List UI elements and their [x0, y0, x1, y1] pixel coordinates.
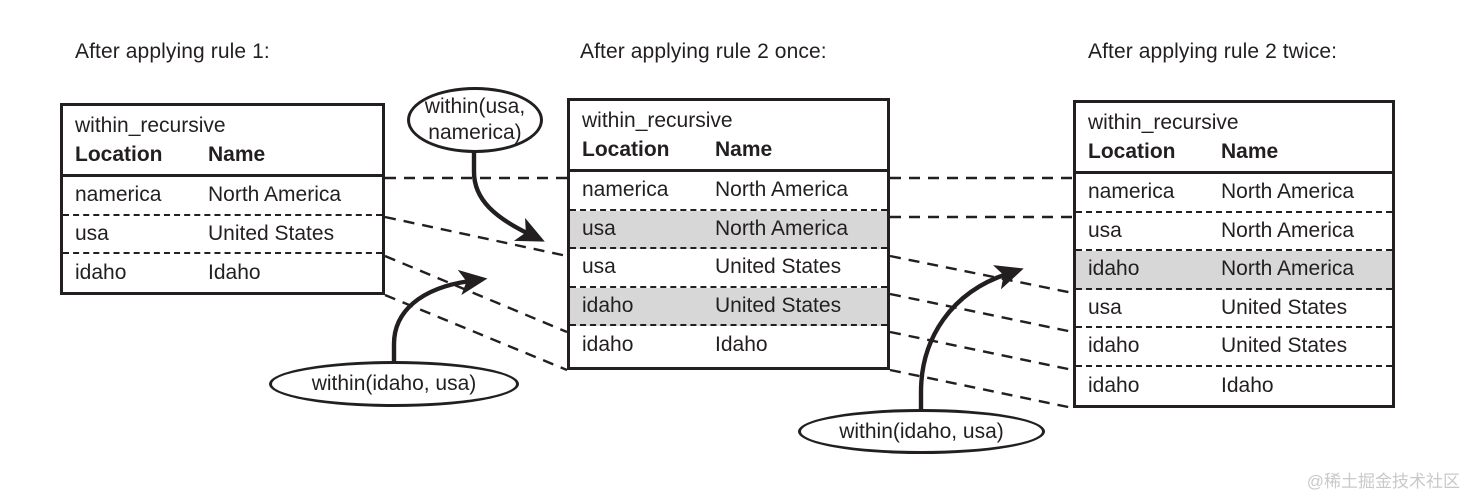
table-row: idaho Idaho — [63, 254, 382, 293]
cell-location: idaho — [582, 293, 634, 317]
table-after-rule-2-once: within_recursive Location Name namerica … — [567, 98, 890, 370]
callout-line-1: within(usa, — [424, 95, 526, 118]
column-header-name: Name — [1221, 140, 1279, 163]
cell-location: namerica — [582, 178, 669, 202]
panel-title-3: After applying rule 2 twice: — [1088, 40, 1338, 63]
callout-line-1: within(idaho, usa) — [839, 419, 1004, 443]
table-body-2: namerica North America usa North America… — [570, 172, 887, 365]
callout-line-1: within(idaho, usa) — [311, 372, 477, 395]
cell-location: idaho — [582, 333, 634, 357]
cell-name: United States — [1221, 295, 1348, 319]
table-row: namerica North America — [570, 172, 887, 211]
column-header-name: Name — [208, 143, 266, 166]
callout-within-idaho-usa-left: within(idaho, usa) — [269, 361, 519, 407]
cell-location: idaho — [1088, 373, 1140, 397]
callout-line-2: namerica) — [428, 121, 522, 144]
cell-name: United States — [1221, 334, 1348, 358]
panel-title-2: After applying rule 2 once: — [580, 40, 827, 63]
column-header-location: Location — [1088, 140, 1176, 163]
cell-location: usa — [582, 216, 616, 240]
cell-location: usa — [1088, 295, 1122, 319]
table-header-1: within_recursive Location Name — [63, 106, 382, 177]
table-row: usa United States — [1076, 290, 1392, 328]
cell-name: North America — [1221, 218, 1355, 242]
table-name-1: within_recursive — [75, 114, 226, 137]
table-row: idaho United States — [570, 287, 887, 326]
cell-name: North America — [1221, 180, 1355, 204]
table-columns-3: Location Name — [1088, 137, 1392, 167]
table-row: usa North America — [1076, 213, 1392, 251]
panel-title-1: After applying rule 1: — [75, 40, 270, 63]
cell-location: usa — [75, 221, 109, 245]
cell-location: namerica — [75, 183, 162, 207]
column-header-location: Location — [75, 143, 163, 166]
cell-name: United States — [715, 293, 842, 317]
callout-within-idaho-usa-right: within(idaho, usa) — [798, 409, 1045, 454]
cell-name: United States — [715, 255, 842, 279]
table-header-3: within_recursive Location Name — [1076, 103, 1392, 174]
table-name-3: within_recursive — [1088, 111, 1239, 134]
table-row: idaho Idaho — [570, 326, 887, 365]
cell-name: United States — [208, 221, 335, 245]
cell-name: North America — [208, 183, 342, 207]
table-row: namerica North America — [1076, 174, 1392, 213]
table-row: idaho United States — [1076, 328, 1392, 367]
table-after-rule-1: within_recursive Location Name namerica … — [60, 103, 385, 295]
table-body-1: namerica North America usa United States… — [63, 177, 382, 293]
cell-location: idaho — [1088, 257, 1140, 281]
table-row: usa United States — [570, 249, 887, 288]
cell-location: idaho — [75, 261, 127, 285]
watermark: @稀土掘金技术社区 — [1306, 472, 1460, 491]
cell-name: Idaho — [1221, 373, 1274, 397]
table-row: usa United States — [63, 216, 382, 254]
table-columns-1: Location Name — [75, 140, 382, 170]
cell-location: namerica — [1088, 180, 1175, 204]
table-body-3: namerica North America usa North America… — [1076, 174, 1392, 405]
table-name-2: within_recursive — [582, 109, 733, 132]
column-header-location: Location — [582, 138, 670, 161]
cell-name: North America — [715, 216, 849, 240]
arrow-idaho-usa-right — [918, 265, 1024, 410]
table-row: namerica North America — [63, 177, 382, 216]
cell-name: North America — [1221, 257, 1355, 281]
table-after-rule-2-twice: within_recursive Location Name namerica … — [1073, 100, 1395, 408]
cell-location: idaho — [1088, 334, 1140, 358]
cell-location: usa — [1088, 218, 1122, 242]
arrow-idaho-usa-left — [391, 269, 488, 362]
cell-name: Idaho — [715, 333, 768, 357]
cell-name: North America — [715, 178, 849, 202]
table-row: idaho Idaho — [1076, 367, 1392, 406]
callout-within-usa-namerica: within(usa, namerica) — [407, 87, 543, 153]
arrow-usa-namerica — [471, 152, 545, 242]
table-row: idaho North America — [1076, 251, 1392, 290]
table-row: usa North America — [570, 210, 887, 249]
column-header-name: Name — [715, 138, 773, 161]
cell-location: usa — [582, 255, 616, 279]
table-columns-2: Location Name — [582, 135, 887, 165]
cell-name: Idaho — [208, 261, 261, 285]
table-header-2: within_recursive Location Name — [570, 101, 887, 172]
